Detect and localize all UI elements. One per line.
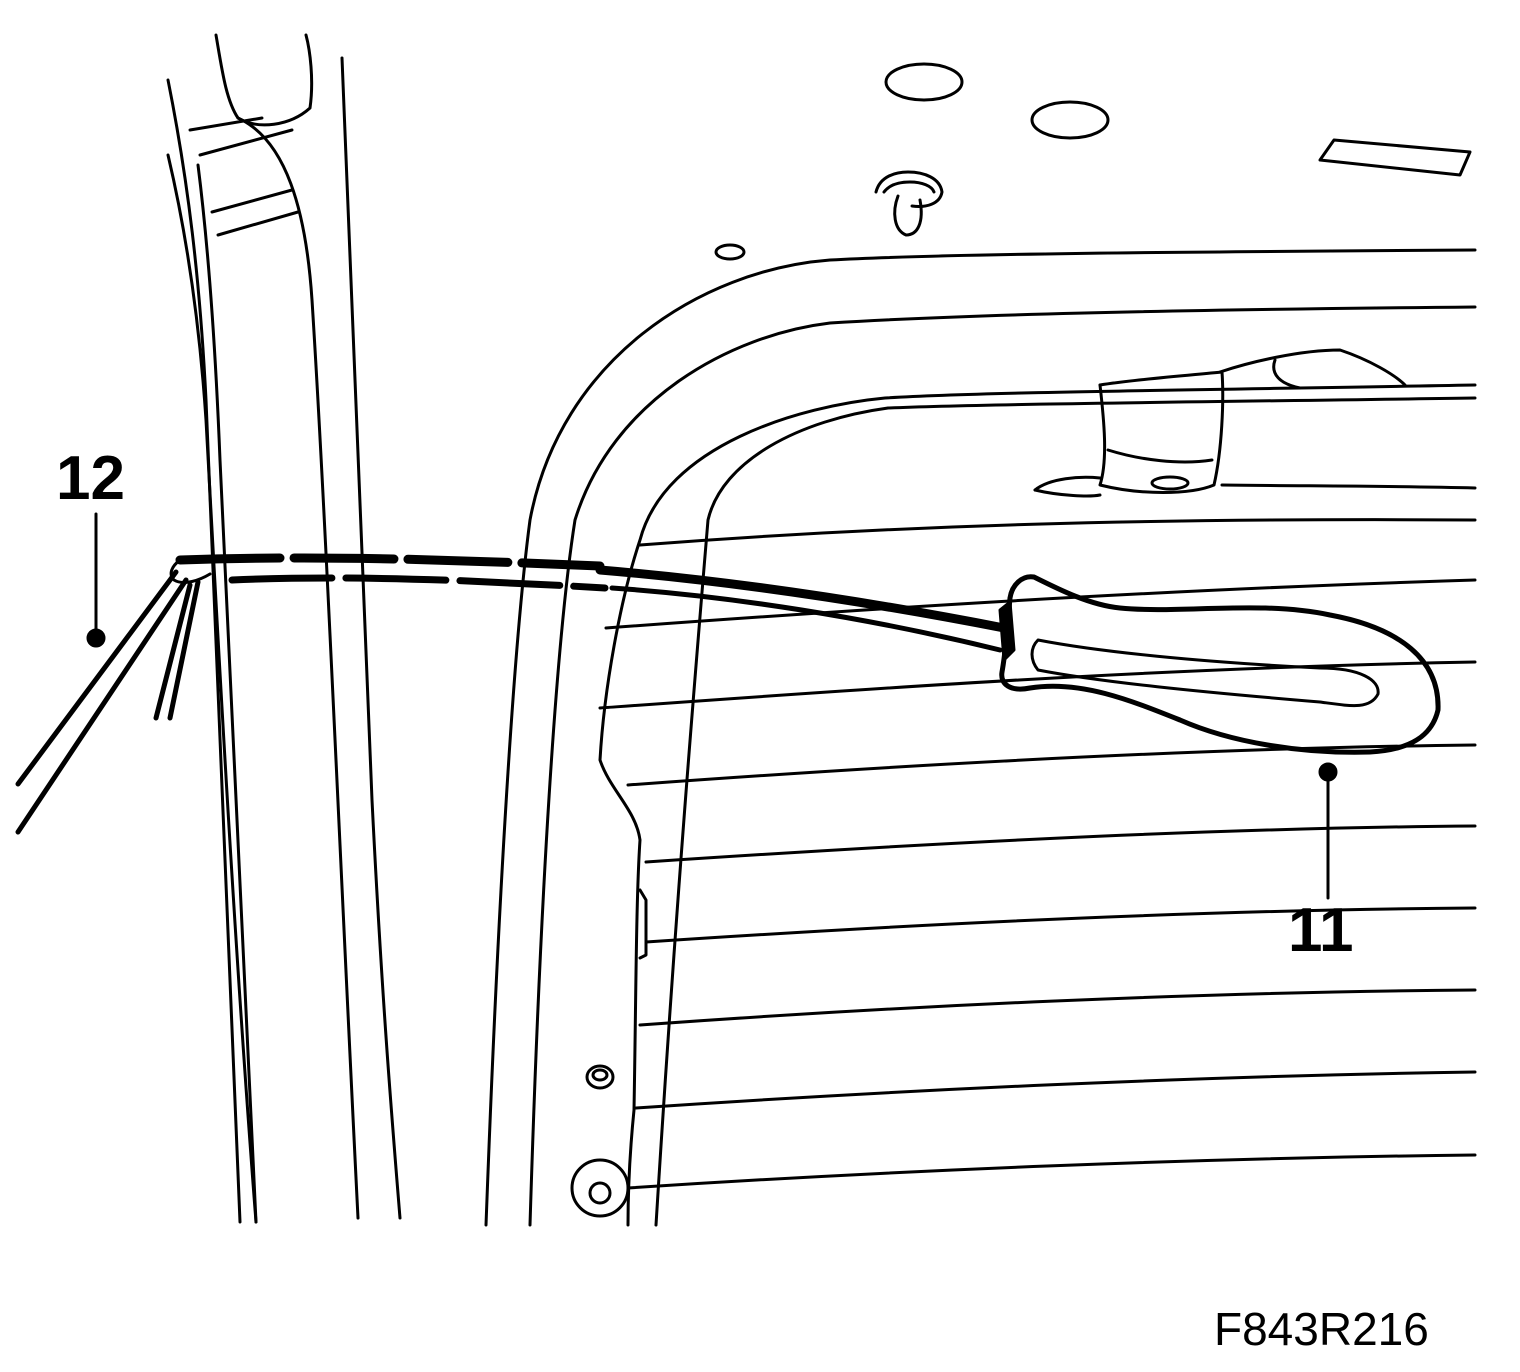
tailgate-frame xyxy=(486,250,1475,1225)
figure-reference-code: F843R216 xyxy=(1214,1303,1429,1355)
window-heater-lines xyxy=(600,520,1475,1188)
callout-leaders xyxy=(88,514,1336,898)
callout-label-11: 11 xyxy=(1288,896,1354,965)
wire-handle-tool xyxy=(600,570,1438,752)
leader-dot-12 xyxy=(88,630,104,646)
cutting-wire xyxy=(18,558,605,832)
rear-pillar xyxy=(168,35,400,1222)
callout-label-12: 12 xyxy=(56,444,125,513)
panel-holes xyxy=(572,64,1470,1216)
hinge-bracket xyxy=(1035,350,1475,496)
leader-dot-11 xyxy=(1320,764,1336,780)
